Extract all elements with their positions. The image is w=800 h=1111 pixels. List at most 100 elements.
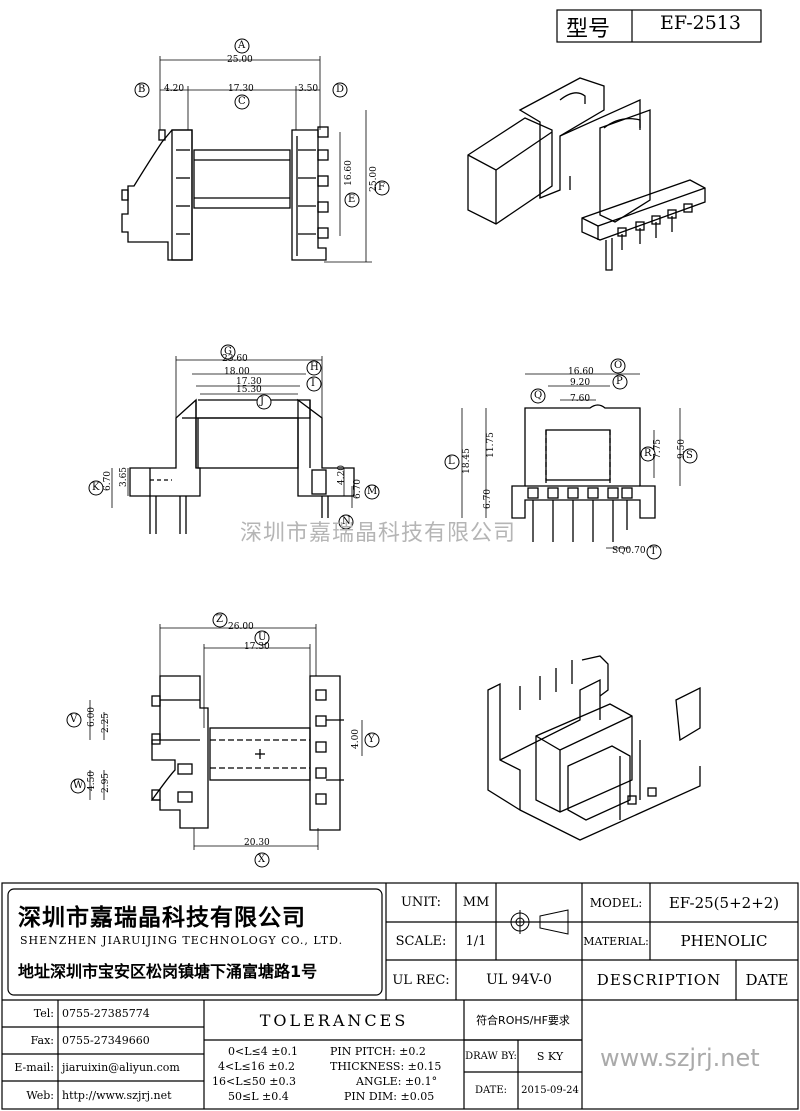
dim-D: 3.50	[298, 84, 319, 94]
dim-V: 6.00	[87, 706, 98, 728]
contact-tel-value: 0755-27385774	[62, 1007, 150, 1020]
ref-R: R	[644, 448, 652, 459]
ref-W: W	[73, 780, 84, 791]
ulrec-value: UL 94V-0	[486, 972, 552, 988]
model-type-value: EF-2513	[660, 12, 741, 34]
contact-fax-value: 0755-27349660	[62, 1034, 150, 1047]
approval-date-label: DATE:	[474, 1085, 508, 1096]
tolerance-range-2: 4<L≤16 ±0.2	[218, 1060, 295, 1073]
contact-email-value[interactable]: jiaruixin@aliyun.com	[62, 1061, 180, 1074]
unit-label: UNIT:	[400, 895, 442, 910]
ref-S: S	[686, 450, 693, 461]
ulrec-label: UL REC:	[392, 972, 450, 988]
dim-M: 6.70	[353, 478, 364, 500]
watermark: 深圳市嘉瑞晶科技有限公司	[240, 521, 517, 546]
contact-tel-label: Tel:	[33, 1007, 54, 1020]
model-type-label: 型号	[566, 17, 611, 42]
dim-J: 15.30	[236, 385, 262, 395]
ref-M: M	[367, 486, 378, 497]
side-view	[511, 404, 656, 542]
contact-fax-label: Fax:	[30, 1034, 54, 1047]
rohs-note: 符合ROHS/HF要求	[476, 1014, 570, 1027]
draw-by-value: S KY	[536, 1049, 564, 1063]
contact-email-label: E-mail:	[14, 1061, 54, 1074]
dim-X: 20.30	[244, 838, 270, 848]
ref-A: A	[238, 40, 246, 51]
dim-L1: 11.75	[485, 432, 496, 458]
approval-date-value: 2015-09-24	[521, 1085, 579, 1096]
dim-L: 18.45	[461, 448, 472, 474]
ref-U: U	[258, 632, 267, 643]
draw-by-label: DRAW BY:	[465, 1050, 517, 1062]
ref-E: E	[348, 194, 356, 205]
company-name-cn: 深圳市嘉瑞晶科技有限公司	[18, 905, 306, 931]
ref-P: P	[616, 376, 623, 387]
dim-B: 4.20	[164, 84, 185, 94]
dim-L2: 6.70	[483, 488, 494, 510]
ref-Y: Y	[368, 734, 375, 745]
top-view	[121, 126, 329, 261]
dim-Z: 26.00	[228, 622, 254, 632]
ref-Z: Z	[216, 614, 223, 625]
dim-H: 18.00	[224, 367, 250, 377]
ref-N: N	[342, 516, 351, 527]
dim-P: 9.20	[570, 378, 591, 388]
contact-web-value[interactable]: http://www.szjrj.net	[62, 1088, 172, 1102]
projection-symbol	[508, 909, 569, 935]
tolerance-range-1: 0<L≤4 ±0.1	[228, 1045, 298, 1058]
dim-K: 6.70	[103, 470, 114, 492]
ref-F: F	[378, 182, 385, 193]
dim-O: 16.60	[568, 367, 594, 377]
tolerance-pin-pitch: PIN PITCH: ±0.2	[330, 1045, 426, 1058]
ref-C: C	[238, 96, 246, 107]
dim-E: 16.60	[343, 160, 354, 186]
ref-H: H	[310, 362, 319, 373]
dim-Y: 4.00	[351, 728, 362, 750]
tolerance-pin-dim: PIN DIM: ±0.05	[344, 1090, 435, 1103]
material-label: MATERIAL:	[583, 934, 649, 948]
dim-V2: 2.25	[101, 712, 112, 734]
tolerance-range-3: 16<L≤50 ±0.3	[212, 1075, 296, 1088]
iso-view-top	[467, 77, 706, 271]
company-address: 地址深圳市宝安区松岗镇塘下涌富塘路1号	[18, 962, 318, 981]
dim-A: 25.00	[227, 55, 253, 65]
dim-R: 7.75	[653, 438, 664, 460]
dim-C: 17.30	[228, 84, 254, 94]
ref-D: D	[336, 84, 345, 95]
dim-W: 4.50	[87, 770, 98, 792]
scale-label: SCALE:	[395, 933, 447, 949]
dim-W2: 2.95	[101, 772, 112, 794]
ref-L: L	[448, 456, 455, 467]
ref-B: B	[138, 84, 146, 95]
tolerance-angle: ANGLE: ±0.1°	[356, 1075, 438, 1088]
ref-O: O	[614, 360, 623, 371]
scale-value: 1/1	[465, 933, 487, 949]
ref-J: J	[260, 396, 265, 407]
ref-I: I	[311, 378, 315, 389]
ref-G: G	[224, 346, 232, 357]
ref-X: X	[258, 854, 266, 865]
ref-V: V	[70, 714, 78, 725]
website-watermark[interactable]: www.szjrj.net	[600, 1044, 760, 1072]
dim-G: 23.60	[222, 354, 248, 364]
description-label: DESCRIPTION	[596, 971, 722, 989]
dim-Q: 7.60	[570, 394, 591, 404]
dim-K2: 3.65	[119, 466, 130, 488]
dim-I: 17.30	[236, 377, 262, 387]
iso-view-bottom	[487, 655, 701, 841]
unit-value: MM	[462, 895, 490, 910]
dim-U: 17.30	[244, 642, 270, 652]
contact-web-label: Web:	[26, 1088, 54, 1102]
dim-T: SQ0.70	[612, 546, 646, 556]
dim-M2: 4.20	[337, 464, 348, 486]
ref-K: K	[92, 482, 100, 493]
tolerance-thickness: THICKNESS: ±0.15	[330, 1060, 442, 1073]
front-view	[129, 398, 355, 534]
model-label: MODEL:	[589, 895, 643, 910]
model-value: EF-25(5+2+2)	[668, 893, 780, 912]
material-value: PHENOLIC	[680, 932, 768, 950]
company-name-en: SHENZHEN JIARUIJING TECHNOLOGY CO., LTD.	[20, 934, 344, 947]
ref-Q: Q	[534, 390, 543, 401]
ref-T: T	[650, 546, 657, 557]
